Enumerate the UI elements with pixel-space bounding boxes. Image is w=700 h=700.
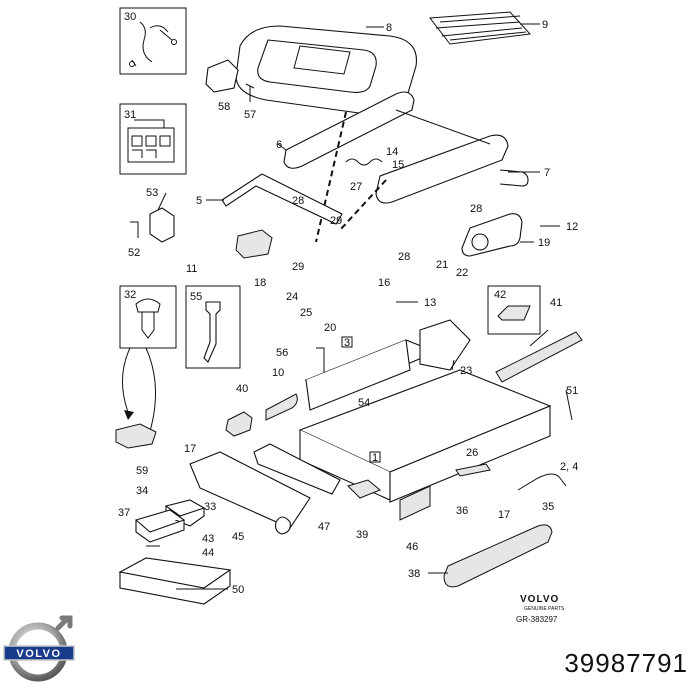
callout-46: 46 bbox=[406, 541, 418, 553]
tension-spring bbox=[345, 158, 383, 166]
callout-41: 41 bbox=[550, 297, 562, 309]
seat-base-frame bbox=[298, 319, 552, 521]
diagram-brand-block: VOLVO GENUINE PARTS GR-383297 bbox=[516, 594, 565, 624]
callout-27: 27 bbox=[350, 181, 362, 193]
callout-32: 32 bbox=[124, 289, 136, 301]
callout-6: 6 bbox=[276, 139, 282, 151]
callout-44: 44 bbox=[202, 547, 214, 559]
callout-50: 50 bbox=[232, 584, 244, 596]
switch-part-36 bbox=[455, 463, 491, 477]
callout-31: 31 bbox=[124, 109, 136, 121]
callout-59: 59 bbox=[136, 465, 148, 477]
callout-5: 5 bbox=[196, 195, 202, 207]
callout-58: 58 bbox=[218, 101, 230, 113]
callout-25: 25 bbox=[300, 307, 312, 319]
callout-45: 45 bbox=[232, 531, 244, 543]
cushion-frame bbox=[235, 25, 418, 116]
inset-box-55 bbox=[185, 285, 241, 369]
callout-30: 30 bbox=[124, 11, 136, 23]
callout-8: 8 bbox=[386, 22, 392, 34]
callout-36: 36 bbox=[456, 505, 468, 517]
callout-54: 54 bbox=[358, 397, 370, 409]
guide-part bbox=[225, 411, 253, 437]
callout-33: 33 bbox=[204, 501, 216, 513]
callout-28c: 28 bbox=[398, 251, 410, 263]
callout-39: 39 bbox=[356, 529, 368, 541]
bolt-part bbox=[316, 347, 325, 378]
seat-track-left bbox=[189, 451, 311, 529]
callout-40: 40 bbox=[236, 383, 248, 395]
callout-3: 3 bbox=[344, 337, 350, 349]
callout-29a: 29 bbox=[292, 261, 304, 273]
part-number: 39987791 bbox=[564, 648, 688, 678]
callout-22: 22 bbox=[456, 267, 468, 279]
callout-26: 26 bbox=[466, 447, 478, 459]
callout-47: 47 bbox=[318, 521, 330, 533]
callout-51: 51 bbox=[566, 385, 578, 397]
spring-part bbox=[265, 393, 298, 421]
callout-11: 11 bbox=[186, 263, 197, 275]
callout-34: 34 bbox=[136, 485, 148, 497]
callout-21: 21 bbox=[436, 259, 448, 271]
inset-box-30 bbox=[119, 7, 187, 75]
logo-wordmark: VOLVO bbox=[16, 648, 61, 660]
callout-labels: 1 2, 4 3 5 6 7 8 9 10 11 12 13 14 15 16 … bbox=[118, 11, 578, 596]
leader-lines bbox=[146, 23, 573, 590]
callout-57: 57 bbox=[244, 109, 256, 121]
rail-track-41 bbox=[495, 331, 583, 383]
spring-mat bbox=[429, 11, 532, 45]
callout-55: 55 bbox=[190, 291, 202, 303]
seat-motor bbox=[461, 213, 523, 257]
callout-17a: 17 bbox=[184, 443, 196, 455]
callout-37: 37 bbox=[118, 507, 130, 519]
side-rail bbox=[221, 173, 343, 225]
callout-19: 19 bbox=[538, 237, 550, 249]
bracket-part bbox=[149, 207, 175, 243]
callout-18: 18 bbox=[254, 277, 266, 289]
callout-12: 12 bbox=[566, 221, 578, 233]
connector-part bbox=[205, 59, 239, 93]
diagram-logo-tagline: GENUINE PARTS bbox=[524, 606, 565, 612]
connector-part-59 bbox=[115, 423, 157, 449]
callout-28b: 28 bbox=[470, 203, 482, 215]
callout-56: 56 bbox=[276, 347, 288, 359]
callout-28a: 28 bbox=[292, 195, 304, 207]
callout-7: 7 bbox=[544, 167, 550, 179]
callout-14: 14 bbox=[386, 146, 398, 158]
callout-15: 15 bbox=[392, 159, 404, 171]
callout-20: 20 bbox=[324, 322, 336, 334]
callout-10: 10 bbox=[272, 367, 284, 379]
inset-box-32 bbox=[119, 285, 177, 349]
drawing-reference: GR-383297 bbox=[516, 615, 558, 624]
callout-38: 38 bbox=[408, 568, 420, 580]
callout-24: 24 bbox=[286, 291, 298, 303]
callout-29b: 29 bbox=[330, 215, 342, 227]
pad-part-39 bbox=[347, 479, 381, 499]
volvo-logo-icon: VOLVO bbox=[3, 615, 75, 682]
callout-42: 42 bbox=[494, 289, 506, 301]
callout-13: 13 bbox=[424, 297, 436, 309]
side-trim-38 bbox=[443, 524, 553, 588]
callout-53: 53 bbox=[146, 187, 158, 199]
callout-23: 23 bbox=[460, 365, 472, 377]
callout-2-4: 2, 4 bbox=[560, 461, 578, 473]
callout-9: 9 bbox=[542, 19, 548, 31]
callout-52: 52 bbox=[128, 247, 140, 259]
callout-35: 35 bbox=[542, 501, 554, 513]
diagram-logo-text: VOLVO bbox=[520, 594, 559, 605]
inset-box-31 bbox=[119, 103, 187, 175]
module-part-34 bbox=[134, 509, 186, 543]
callout-17b: 17 bbox=[498, 509, 510, 521]
callout-43: 43 bbox=[202, 533, 214, 545]
seat-frame-upper bbox=[283, 91, 529, 204]
callout-16: 16 bbox=[378, 277, 390, 289]
callout-1: 1 bbox=[372, 452, 378, 464]
control-module-50 bbox=[118, 557, 232, 605]
cable-part-35 bbox=[517, 473, 567, 491]
actuator-part bbox=[235, 229, 273, 259]
inset-box-42 bbox=[487, 285, 541, 335]
